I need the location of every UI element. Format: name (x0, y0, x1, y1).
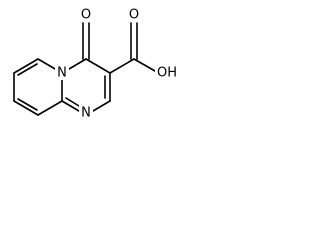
bond-n1-c9a-inner (65, 97, 80, 107)
bond-c8-c9 (13, 100, 39, 116)
atom-acid-o: O (129, 8, 139, 23)
bond-c6-c7 (13, 58, 39, 74)
bond-c2-n1 (92, 100, 111, 112)
atom-ring-n: N (57, 66, 67, 81)
atom-carbonyl-o: O (81, 8, 91, 23)
bond-cacid-oh (133, 58, 156, 72)
bond-n5-c4 (68, 58, 87, 70)
bond-n1-c9a (61, 100, 80, 112)
structure-canvas: N N O O OH (0, 0, 230, 138)
bond-c9-c9a (37, 100, 63, 116)
bond-c4-c3 (85, 58, 111, 74)
bond-c6-c7-inner (17, 63, 38, 76)
bond-c3-cacid (109, 58, 135, 74)
molecule-structure: N N O O OH (13, 7, 179, 121)
atom-acid-oh: OH (157, 66, 177, 81)
atom-ring-n-bottom: N (81, 106, 91, 121)
bond-c8-c9-inner (17, 98, 38, 111)
